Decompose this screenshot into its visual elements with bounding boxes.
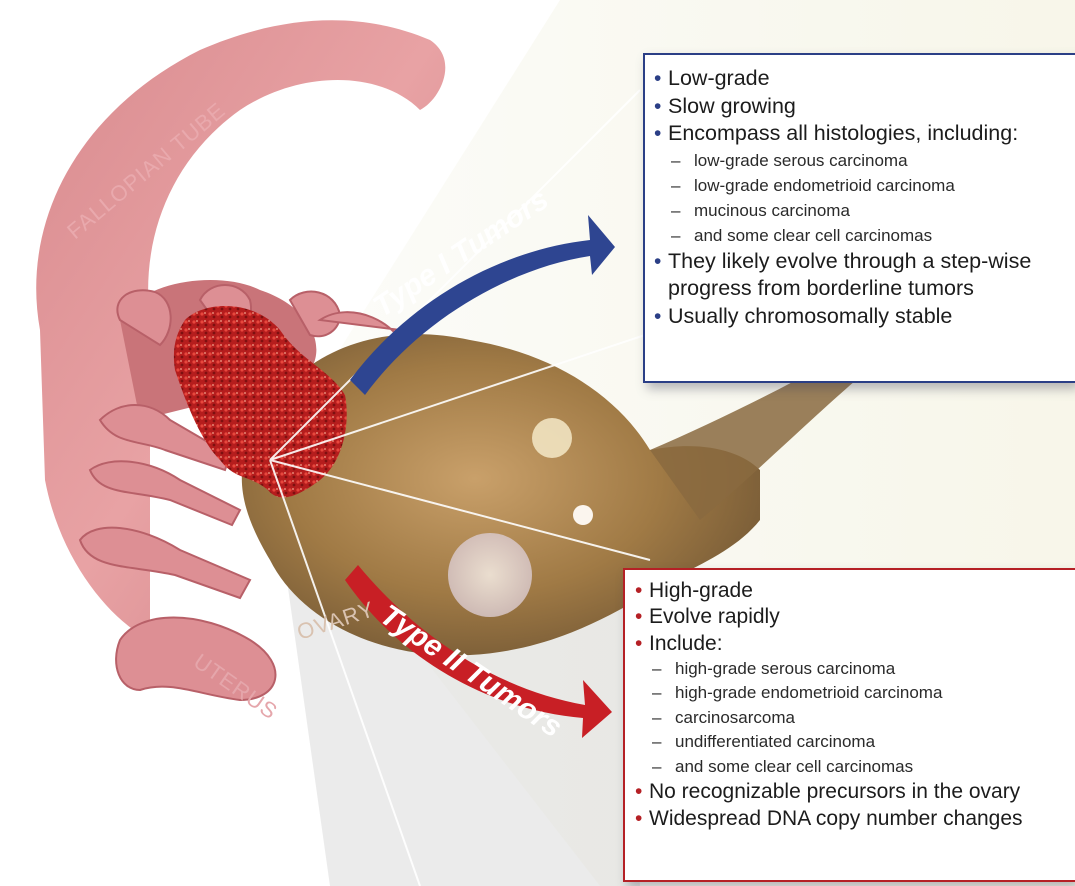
dash-icon: – (652, 755, 661, 780)
type2-bullet-item: • Widespread DNA copy number changes (635, 806, 1065, 832)
type2-sub-item-text: undifferentiated carcinoma (675, 732, 875, 751)
type1-bullet-item: • They likely evolve through a step-wise (654, 248, 1065, 276)
bullet-dot-icon: • (635, 631, 642, 657)
type1-sub-item-text: and some clear cell carcinomas (694, 226, 932, 245)
ovary-follicle (532, 418, 572, 458)
dash-icon: – (652, 730, 661, 755)
type1-bullet-text: Usually chromosomally stable (668, 304, 952, 328)
bullet-dot-icon: • (654, 303, 661, 331)
type1-sub-item: –low-grade endometrioid carcinoma (654, 173, 1065, 198)
type1-bullet-item: • Encompass all histologies, including: (654, 120, 1065, 148)
type1-list: • Low-grade • Slow growing • Encompass all hi… (654, 65, 1065, 330)
ovary-cyst (448, 533, 532, 617)
ovary-follicle-small (573, 505, 593, 525)
dash-icon: – (652, 706, 661, 731)
dash-icon: – (652, 681, 661, 706)
type2-bullet-item: • Include: (635, 631, 1065, 657)
bullet-dot-icon: • (654, 65, 661, 93)
type2-bullet-item: • No recognizable precursors in the ovary (635, 779, 1065, 805)
type1-sub-item: –mucinous carcinoma (654, 198, 1065, 223)
bullet-dot-icon: • (635, 779, 642, 805)
type1-sub-item: –low-grade serous carcinoma (654, 148, 1065, 173)
type2-sub-item-text: high-grade serous carcinoma (675, 659, 895, 678)
bullet-dot-icon: • (654, 93, 661, 121)
dash-icon: – (671, 173, 680, 198)
type2-bullet-item: • High-grade (635, 578, 1065, 604)
bullet-dot-icon: • (635, 806, 642, 832)
bullet-dot-icon: • (635, 578, 642, 604)
dash-icon: – (671, 223, 680, 248)
type2-bullet-text: Evolve rapidly (649, 605, 780, 628)
type1-sub-item-text: low-grade endometrioid carcinoma (694, 176, 955, 195)
type2-bullet-text: No recognizable precursors in the ovary (649, 780, 1020, 803)
type1-bullet-item: • Slow growing (654, 93, 1065, 121)
type2-sub-item: –carcinosarcoma (635, 706, 1065, 731)
type1-info-box: • Low-grade • Slow growing • Encompass all hi… (643, 53, 1075, 383)
type1-bullet-text: Low-grade (668, 66, 770, 90)
type2-bullet-text: High-grade (649, 579, 753, 602)
type1-bullet-text: Slow growing (668, 94, 796, 118)
type1-bullet-item: • Usually chromosomally stable (654, 303, 1065, 331)
type2-info-box: •High-grade•Evolve rapidly•Include:–high… (623, 568, 1075, 882)
type1-sub-item-text: mucinous carcinoma (694, 201, 850, 220)
type2-sub-item: –undifferentiated carcinoma (635, 730, 1065, 755)
type1-bullet-item: progress from borderline tumors (654, 275, 1065, 303)
type1-sub-item-text: low-grade serous carcinoma (694, 151, 908, 170)
type2-sub-item: –high-grade endometrioid carcinoma (635, 681, 1065, 706)
type2-bullet-text: Include: (649, 632, 723, 655)
type2-bullet-item: • Evolve rapidly (635, 604, 1065, 630)
bullet-dot-icon: • (654, 248, 661, 276)
type1-bullet-item: • Low-grade (654, 65, 1065, 93)
dash-icon: – (671, 148, 680, 173)
dash-icon: – (671, 198, 680, 223)
type2-bullet-text: Widespread DNA copy number changes (649, 807, 1023, 830)
bullet-dot-icon: • (635, 604, 642, 630)
type2-sub-item-text: carcinosarcoma (675, 708, 795, 727)
type2-list: •High-grade•Evolve rapidly•Include:–high… (635, 578, 1065, 832)
type2-sub-item: –and some clear cell carcinomas (635, 755, 1065, 780)
type1-bullet-text: Encompass all histologies, including: (668, 121, 1018, 145)
type2-sub-item: –high-grade serous carcinoma (635, 657, 1065, 682)
type1-sub-item: –and some clear cell carcinomas (654, 223, 1065, 248)
type1-bullet-text: progress from borderline tumors (668, 276, 974, 300)
bullet-dot-icon: • (654, 120, 661, 148)
dash-icon: – (652, 657, 661, 682)
type1-bullet-text: They likely evolve through a step-wise (668, 249, 1031, 273)
type2-sub-item-text: and some clear cell carcinomas (675, 757, 913, 776)
type2-sub-item-text: high-grade endometrioid carcinoma (675, 683, 942, 702)
